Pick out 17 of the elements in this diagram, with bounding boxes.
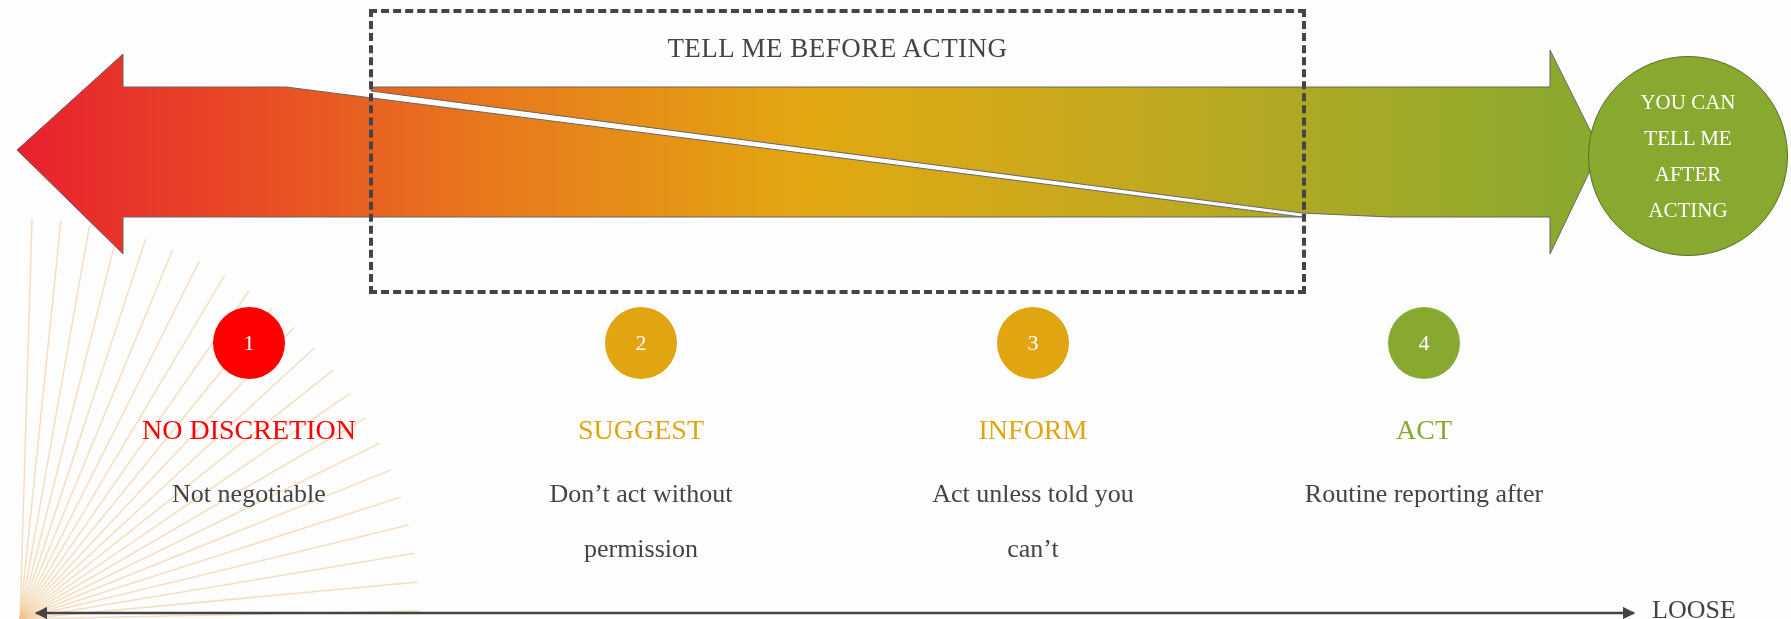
- group-title: TELL ME BEFORE ACTING: [667, 33, 1008, 64]
- block-arrow: [16, 53, 1303, 255]
- circle-label: YOU CAN TELL ME AFTER ACTING: [1639, 89, 1737, 224]
- step-heading: ACT: [1395, 414, 1453, 446]
- step-description: Routine reporting after: [1303, 478, 1545, 510]
- step-number-circle: 4: [1388, 307, 1460, 379]
- dashed-group-box: [369, 9, 1306, 294]
- step-description: Act unless told you can’t: [931, 478, 1135, 565]
- step-description: Don’t act without permission: [548, 478, 734, 565]
- axis-end-label: LOOSE: [1652, 595, 1736, 619]
- step-heading: SUGGEST: [577, 414, 705, 446]
- step-heading: NO DISCRETION: [141, 414, 357, 446]
- step-number-circle: 2: [605, 307, 677, 379]
- step-description: Not negotiable: [171, 478, 327, 510]
- step-number-circle: 3: [997, 307, 1069, 379]
- step-heading: INFORM: [977, 414, 1089, 446]
- step-number-circle: 1: [213, 307, 285, 379]
